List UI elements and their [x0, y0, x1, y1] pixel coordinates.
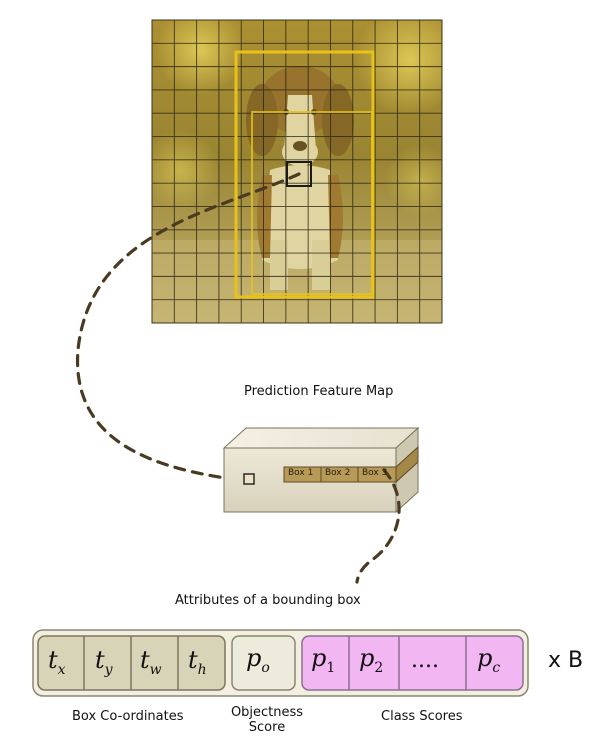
tw-cell: tw [140, 646, 162, 678]
times-b-label: x B [548, 648, 584, 673]
objectness-cell [231, 635, 296, 691]
ty-cell: ty [95, 646, 113, 678]
attributes-label: Attributes of a bounding box [175, 593, 361, 608]
p2-cell: p2 [359, 644, 384, 676]
responsible-grid-cell [286, 161, 312, 187]
box-3-label: Box 3 [362, 468, 388, 478]
pc-cell: pc [477, 644, 501, 676]
box-2-label: Box 2 [325, 468, 351, 478]
prediction-feature-map-label: Prediction Feature Map [244, 384, 394, 399]
beagle-dog-photo [246, 66, 354, 290]
square-cell-icon [243, 473, 255, 485]
ellipsis-cell: .... [411, 648, 439, 673]
po-cell: po [246, 644, 270, 676]
tx-cell: tx [48, 646, 66, 678]
objectness-score-label: Objectness Score [230, 705, 304, 735]
class-scores-group [301, 635, 524, 691]
feature-map-cuboid [222, 426, 420, 514]
cell-to-feature-connector [76, 172, 301, 482]
th-cell: th [188, 646, 207, 678]
box-coordinates-label: Box Co-ordinates [72, 709, 184, 724]
box-1-label: Box 1 [288, 468, 314, 478]
grid-overlay [152, 20, 442, 323]
class-scores-label: Class Scores [381, 709, 463, 724]
input-image [152, 20, 442, 323]
box-to-attributes-connector [355, 468, 401, 584]
p1-cell: p1 [311, 644, 336, 676]
anchor-box [251, 111, 373, 295]
